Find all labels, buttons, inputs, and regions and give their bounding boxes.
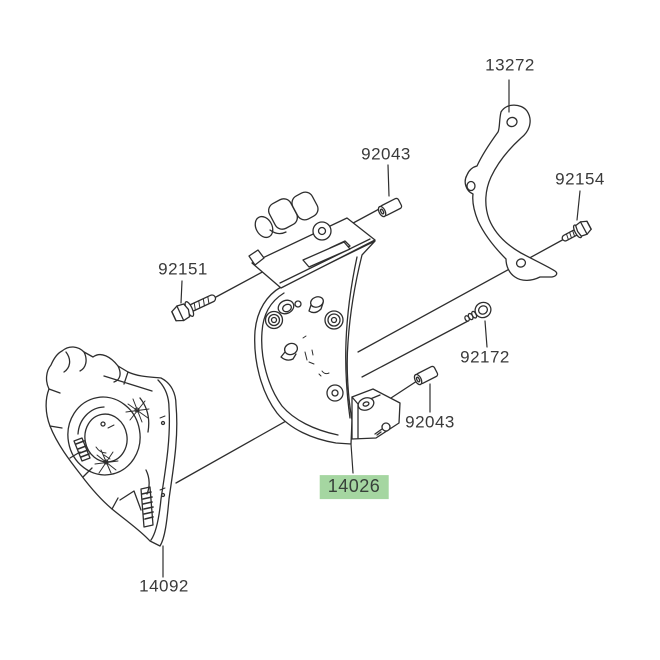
cover-14092-drawing [46,347,177,546]
part-label-14026-highlighted[interactable]: 14026 [319,475,389,499]
part-label-92043-top[interactable]: 92043 [361,144,411,164]
part-label-14092[interactable]: 14092 [139,576,189,596]
pin-92043-top-drawing [377,198,402,218]
bolt-92154-drawing [559,219,592,245]
part-label-92154[interactable]: 92154 [555,169,605,189]
bolt-92151-drawing [171,290,219,324]
gasket-13272-drawing [465,105,556,280]
bracket-14026-drawing [249,189,400,444]
pin-92043-mid-drawing [413,366,438,386]
leader-lines [163,80,580,577]
part-label-92172[interactable]: 92172 [460,347,510,367]
part-label-92151[interactable]: 92151 [158,259,208,279]
screw-92172-drawing [462,300,494,326]
part-label-92043-mid[interactable]: 92043 [405,412,455,432]
part-label-13272[interactable]: 13272 [485,55,535,75]
